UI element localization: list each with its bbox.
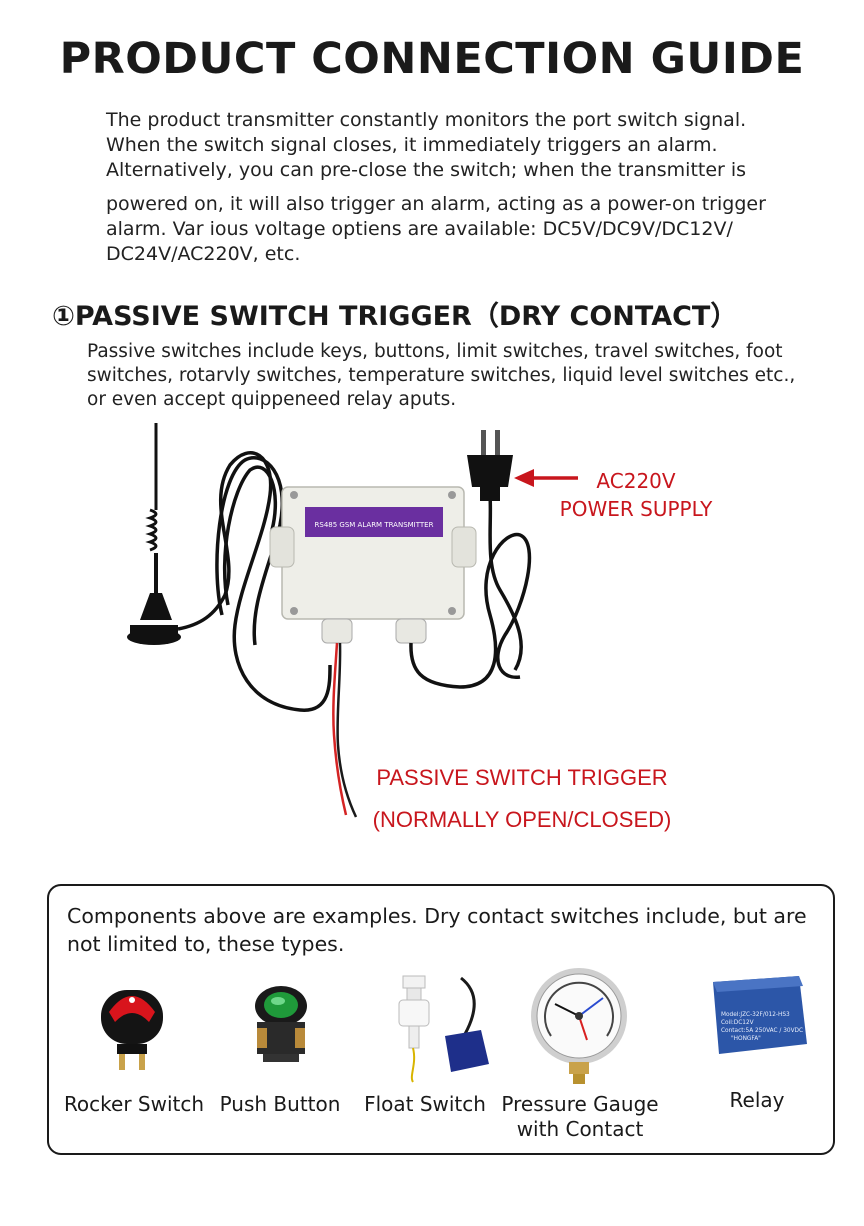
section-desc-line: Passive switches include keys, buttons, …	[87, 341, 783, 362]
trigger-label-line: PASSIVE SWITCH TRIGGER	[376, 765, 668, 790]
intro-line: DC24V/AC220V, etc.	[106, 243, 301, 265]
power-supply-label: AC220V POWER SUPPLY	[548, 467, 724, 523]
section-desc-line: or even accept quippeneed relay aputs.	[87, 389, 457, 410]
component-label: with Contact	[516, 1117, 644, 1141]
intro-line: powered on, it will also trigger an alar…	[106, 193, 766, 215]
relay-print-line: Model:JZC-32F/012-HS3	[721, 1012, 790, 1018]
page-title: PRODUCT CONNECTION GUIDE	[59, 34, 805, 84]
intro-line: alarm. Var ious voltage optiens are avai…	[106, 218, 733, 240]
section-desc-line: switches, rotarvly switches, temperature…	[87, 365, 796, 386]
component-label: Push Button	[219, 1092, 341, 1116]
trigger-label: PASSIVE SWITCH TRIGGER (NORMALLY OPEN/CL…	[372, 757, 672, 841]
relay-print-line: "HONGFA"	[731, 1036, 761, 1042]
power-cable-icon	[409, 494, 532, 689]
examples-note-line: Components above are examples. Dry conta…	[67, 904, 807, 928]
arrow-left-icon	[514, 469, 578, 487]
connection-diagram: RS485 GSM ALARM TRANSMITTER	[127, 423, 578, 818]
section-description: Passive switches include keys, buttons, …	[87, 340, 827, 412]
float-switch-icon	[398, 975, 489, 1083]
examples-note-line: not limited to, these types.	[67, 932, 345, 956]
trigger-wire-icon	[332, 642, 358, 818]
examples-note: Components above are examples. Dry conta…	[67, 902, 827, 958]
relay-print-line: Contact:5A 250VAC / 30VDC	[721, 1028, 803, 1034]
rocker-switch-icon	[101, 990, 163, 1070]
intro-paragraph: The product transmitter constantly monit…	[106, 108, 796, 267]
component-label: Relay	[729, 1088, 785, 1112]
relay-icon: Model:JZC-32F/012-HS3 Coil:DC12V Contact…	[713, 976, 807, 1054]
antenna-icon	[127, 423, 181, 645]
trigger-label-line: (NORMALLY OPEN/CLOSED)	[372, 807, 672, 832]
section-heading: ①PASSIVE SWITCH TRIGGER（DRY CONTACT）	[52, 301, 738, 332]
push-button-icon	[255, 986, 307, 1062]
examples-box: Components above are examples. Dry conta…	[47, 884, 835, 1155]
device-label-text: RS485 GSM ALARM TRANSMITTER	[315, 521, 434, 529]
transmitter-device-icon: RS485 GSM ALARM TRANSMITTER	[269, 486, 477, 644]
power-label-line: AC220V	[596, 469, 676, 493]
component-label: Float Switch	[364, 1092, 486, 1116]
pressure-gauge-icon	[531, 968, 627, 1084]
intro-line: The product transmitter constantly monit…	[106, 109, 747, 131]
power-plug-icon	[467, 430, 513, 501]
power-label-line: POWER SUPPLY	[559, 497, 713, 521]
intro-line: When the switch signal closes, it immedi…	[106, 134, 718, 156]
component-label: Rocker Switch	[63, 1092, 205, 1116]
intro-line: Alternatively, you can pre-close the swi…	[106, 159, 747, 181]
component-label: Pressure Gauge	[501, 1092, 659, 1116]
relay-print-line: Coil:DC12V	[721, 1020, 754, 1026]
antenna-cable-icon	[177, 451, 332, 712]
